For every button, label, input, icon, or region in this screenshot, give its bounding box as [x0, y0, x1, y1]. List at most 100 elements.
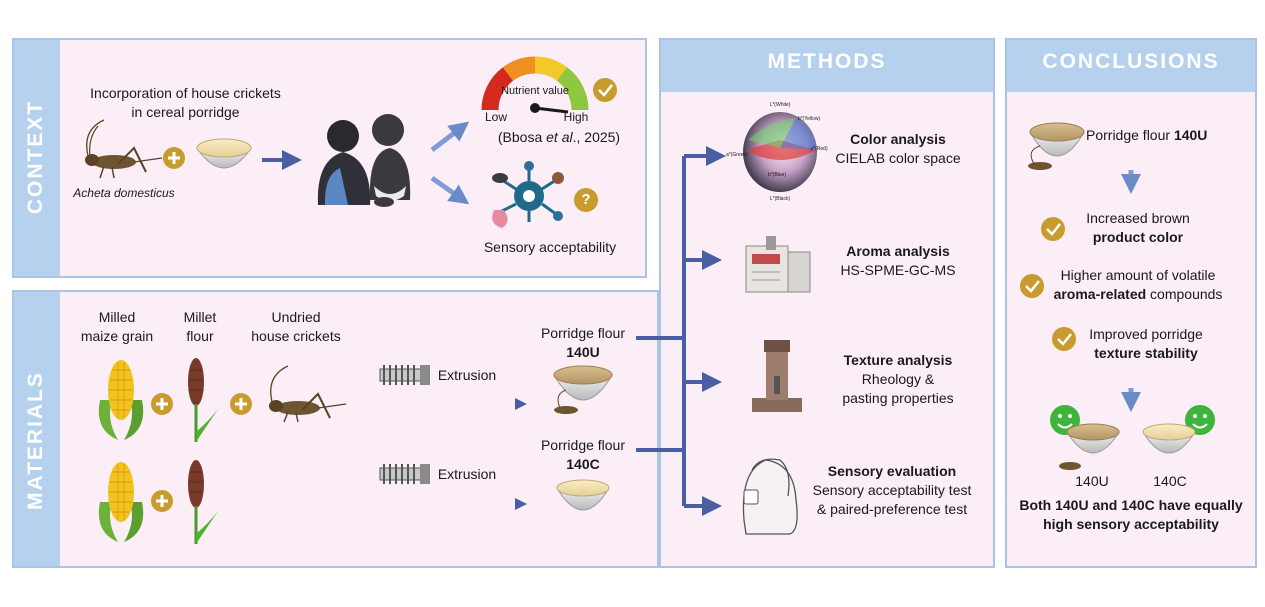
citation: (Bbosa et al., 2025) — [484, 128, 634, 147]
conclusion-aroma-rest: compounds — [1146, 286, 1223, 302]
sensory-network-icon — [492, 161, 564, 228]
mother-child-icon — [317, 114, 411, 207]
arrow-icon — [430, 121, 470, 152]
bowl-140c-label: 140C — [1153, 473, 1187, 489]
conclusion-color-line2: product color — [1092, 229, 1184, 245]
conclusion-aroma: Higher amount of volatile aroma-related … — [1048, 266, 1228, 304]
method-connector — [636, 146, 726, 516]
extruder-icon — [379, 464, 430, 484]
gc-ms-instrument-icon — [745, 236, 811, 293]
porridge-bowl-140u-icon — [553, 365, 613, 414]
porridge-flour-140u-label: Porridge flour 140U — [528, 324, 638, 362]
cielab-sphere-icon — [743, 112, 817, 192]
gauge-title: Nutrient value — [501, 85, 569, 97]
aroma-analysis-title: Aroma analysis — [846, 243, 950, 259]
species-label: Acheta domesticus — [73, 186, 175, 200]
tasting-person-icon — [742, 458, 798, 535]
maize-icon — [98, 360, 144, 440]
porridge-flour-140c-label: Porridge flour 140C — [528, 436, 638, 474]
crickets-line2: house crickets — [251, 328, 341, 344]
conclusion-aroma-line1: Higher amount of volatile — [1060, 267, 1216, 283]
plus-icon — [151, 393, 173, 415]
millet-icon — [188, 358, 220, 442]
extrusion-label-1: Extrusion — [437, 367, 497, 383]
flour-c-code: 140C — [566, 456, 600, 472]
cie-black-label: L*(Black) — [769, 196, 791, 202]
rheometer-icon — [752, 340, 802, 412]
conclusion-flour-prefix: Porridge flour — [1086, 127, 1174, 143]
gauge-icon — [481, 56, 589, 114]
texture-analysis-title: Texture analysis — [843, 352, 953, 368]
cie-green-label: a*(Green) — [726, 152, 748, 158]
sensory-evaluation-sub2: & paired-preference test — [816, 501, 968, 517]
arrow-icon — [430, 175, 470, 205]
plus-icon — [230, 393, 252, 415]
methods-header: METHODS — [661, 40, 993, 92]
maize-label: Milled maize grain — [72, 308, 162, 346]
checkmark-icon — [1041, 217, 1065, 241]
millet-line2: flour — [186, 328, 214, 344]
color-analysis: Color analysis CIELAB color space — [818, 130, 978, 168]
maize-line1: Milled — [98, 309, 136, 325]
cie-blue-label: b*(Blue) — [767, 172, 787, 178]
texture-analysis-sub2: pasting properties — [842, 390, 954, 406]
maize-line2: maize grain — [80, 328, 154, 344]
extruder-icon — [379, 365, 430, 385]
millet-line1: Millet — [183, 309, 217, 325]
maize-icon — [98, 462, 144, 542]
checkmark-icon — [593, 78, 617, 102]
sensory-evaluation-title: Sensory evaluation — [827, 463, 957, 479]
sensory-evaluation-sub1: Sensory acceptability test — [812, 482, 972, 498]
methods-panel — [659, 38, 995, 568]
conclusion-aroma-bold: aroma-related — [1053, 286, 1147, 302]
color-analysis-sub: CIELAB color space — [835, 150, 961, 166]
question-mark: ? — [581, 191, 591, 208]
conclusion-texture-line1: Improved porridge — [1089, 326, 1203, 342]
texture-analysis: Texture analysis Rheology & pasting prop… — [818, 351, 978, 408]
checkmark-icon — [1020, 274, 1044, 298]
gauge-low-label: Low — [484, 110, 507, 124]
conclusion-flour: Porridge flour 140U — [1086, 126, 1226, 145]
bowl-140u-label: 140U — [1075, 473, 1109, 489]
incorporation-line1: Incorporation of house crickets — [90, 85, 281, 101]
gauge-high-label: High — [563, 110, 589, 124]
plus-icon — [163, 147, 185, 169]
final-conclusion-line2: high sensory acceptability — [1043, 516, 1219, 532]
color-analysis-title: Color analysis — [850, 131, 946, 147]
porridge-bowl-icon — [196, 138, 252, 169]
conclusion-texture: Improved porridge texture stability — [1076, 325, 1216, 363]
aroma-analysis: Aroma analysis HS-SPME-GC-MS — [818, 242, 978, 280]
crickets-line1: Undried — [271, 309, 321, 325]
porridge-bowl-140c-icon — [1142, 423, 1196, 454]
flour-u-code: 140U — [566, 344, 600, 360]
conclusion-color: Increased brown product color — [1068, 209, 1208, 247]
incorporation-line2: in cereal porridge — [131, 104, 240, 120]
flour-u-line1: Porridge flour — [540, 325, 626, 341]
materials-sidebar — [14, 292, 60, 566]
citation-etal: et al — [546, 129, 573, 145]
cie-white-label: L*(White) — [769, 102, 791, 108]
aroma-analysis-sub: HS-SPME-GC-MS — [840, 262, 956, 278]
porridge-bowl-140u-icon — [1059, 423, 1120, 470]
citation-prefix: (Bbosa — [497, 129, 547, 145]
conclusions-header: CONCLUSIONS — [1007, 40, 1255, 92]
cricket-icon — [269, 365, 347, 423]
texture-analysis-sub1: Rheology & — [861, 371, 935, 387]
cie-yellow-label: b*(Yellow) — [797, 116, 821, 122]
millet-label: Millet flour — [170, 308, 230, 346]
question-icon — [574, 188, 598, 212]
extrusion-label-2: Extrusion — [437, 466, 497, 482]
conclusion-color-line1: Increased brown — [1086, 210, 1190, 226]
arrow-head — [515, 498, 527, 510]
porridge-bowl-140u-icon — [1028, 122, 1085, 170]
context-sidebar — [14, 40, 60, 276]
flour-c-line1: Porridge flour — [540, 437, 626, 453]
millet-icon — [188, 460, 220, 544]
smiley-icon — [1185, 405, 1215, 435]
sensory-evaluation: Sensory evaluation Sensory acceptability… — [804, 462, 980, 519]
final-conclusion: Both 140U and 140C have equally high sen… — [1008, 496, 1254, 534]
sensory-acceptability-label: Sensory acceptability — [483, 239, 617, 255]
arrow-head — [515, 398, 527, 410]
porridge-bowl-140c-icon — [556, 479, 610, 511]
